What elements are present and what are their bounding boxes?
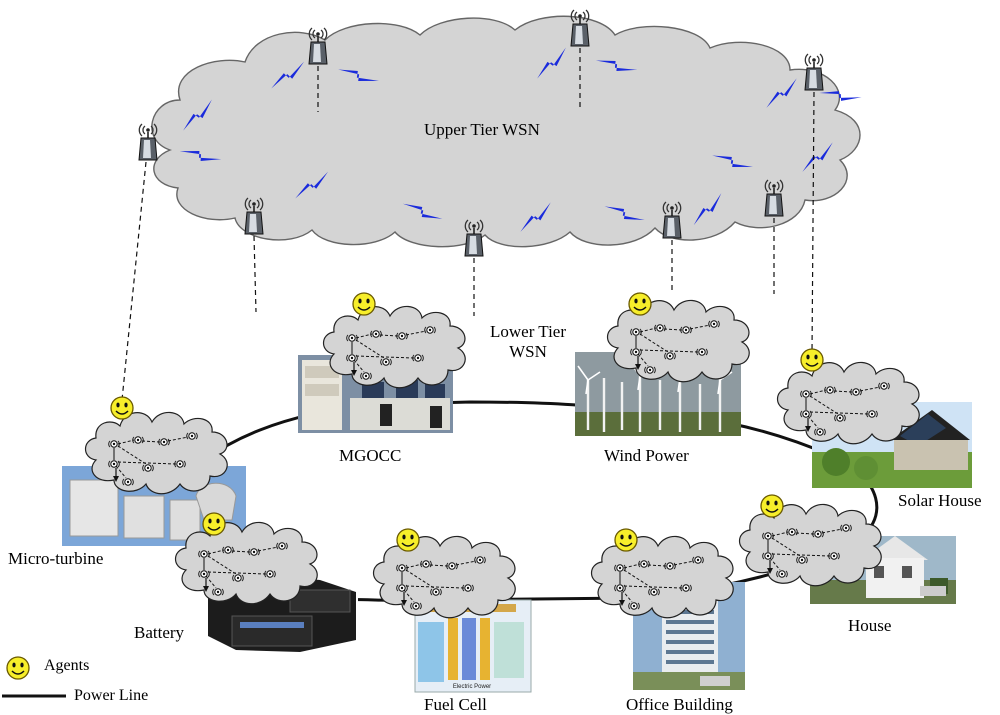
legend-power-line-label: Power Line <box>74 687 149 704</box>
wsn-cluster-solar-house <box>778 362 920 443</box>
mgocc-label: MGOCC <box>339 446 402 465</box>
wsn-cluster-battery <box>176 522 318 603</box>
agent-icon <box>800 348 824 372</box>
agent-icon <box>396 528 420 552</box>
tower-icon <box>804 53 824 91</box>
wind-power-label: Wind Power <box>604 446 689 465</box>
fuel-cell-image: Electric Power <box>414 599 532 693</box>
agent-icon <box>614 528 638 552</box>
wsn-cluster-fuel-cell <box>374 536 516 617</box>
tier-links <box>121 48 815 401</box>
lower-tier-label-line2: WSN <box>509 342 547 361</box>
upper-tier-wsn-cloud <box>151 15 861 248</box>
battery-label: Battery <box>134 623 185 642</box>
legend <box>2 656 66 698</box>
tower-icon <box>570 9 590 47</box>
tower-icon <box>308 27 328 65</box>
fuel-cell-label: Fuel Cell <box>424 695 487 714</box>
agent-icon <box>352 292 376 316</box>
fuel-cell-image-text: Electric Power <box>453 684 491 690</box>
office-building-label: Office Building <box>626 695 733 714</box>
house-label: House <box>848 616 892 635</box>
solar-house-image <box>812 402 972 488</box>
wsn-cluster-office <box>592 536 734 617</box>
micro-turbine-label: Micro-turbine <box>8 549 104 568</box>
legend-agents-label: Agents <box>44 657 90 674</box>
solar-house-label: Solar House <box>898 491 982 510</box>
lower-tier-label-line1: Lower Tier <box>489 322 567 341</box>
legend-agent-icon <box>6 656 30 680</box>
upper-tier-label: Upper Tier WSN <box>424 120 540 139</box>
agent-icon <box>628 292 652 316</box>
agent-icon <box>110 396 134 420</box>
wsn-cluster-house <box>740 504 882 585</box>
lower-tier-label: Lower Tier WSN <box>478 322 578 362</box>
agent-icon <box>202 512 226 536</box>
agent-icon <box>760 494 784 518</box>
